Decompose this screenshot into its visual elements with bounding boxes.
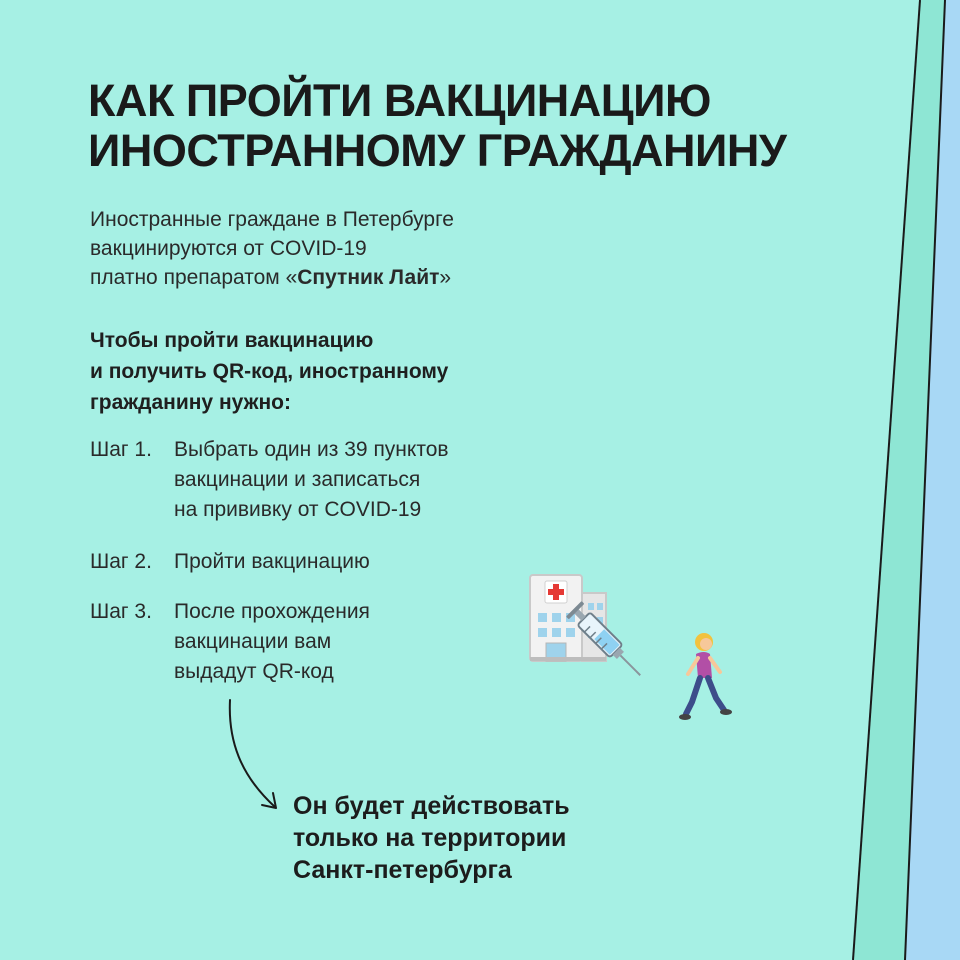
- lead-line-1: Чтобы пройти вакцинацию: [90, 329, 374, 352]
- qr-code-validity-note: Он будет действовать только на территори…: [293, 790, 693, 886]
- intro-line-3-prefix: платно препаратом «: [90, 266, 298, 289]
- step-1-text: Выбрать один из 39 пунктов вакцинации и …: [174, 435, 449, 525]
- step-3-label: Шаг 3.: [90, 600, 152, 623]
- intro-line-3: платно препаратом «Спутник Лайт»: [90, 263, 610, 292]
- step-2-line-1: Пройти вакцинацию: [174, 550, 370, 573]
- title-line-1: КАК ПРОЙТИ ВАКЦИНАЦИЮ: [88, 75, 711, 126]
- note-line-3: Санкт-петербурга: [293, 856, 512, 884]
- vaccine-name: Спутник Лайт: [297, 266, 440, 289]
- lead-line-3: гражданину нужно:: [90, 391, 291, 414]
- page-title: КАК ПРОЙТИ ВАКЦИНАЦИЮ ИНОСТРАННОМУ ГРАЖД…: [88, 76, 848, 176]
- step-3-line-1: После прохождения: [174, 600, 370, 623]
- step-3-text: После прохождения вакцинации вам выдадут…: [174, 597, 370, 687]
- curved-arrow-icon: [228, 699, 277, 809]
- step-1-label: Шаг 1.: [90, 438, 152, 461]
- step-3-line-2: вакцинации вам: [174, 630, 332, 653]
- lead-line-2: и получить QR-код, иностранному: [90, 360, 449, 383]
- title-line-2: ИНОСТРАННОМУ ГРАЖДАНИНУ: [88, 125, 787, 176]
- intro-text: Иностранные граждане в Петербурге вакцин…: [90, 205, 610, 292]
- step-1-line-1: Выбрать один из 39 пунктов: [174, 438, 449, 461]
- note-line-1: Он будет действовать: [293, 792, 570, 820]
- intro-line-1: Иностранные граждане в Петербурге: [90, 208, 454, 231]
- lead-text: Чтобы пройти вакцинацию и получить QR-ко…: [90, 325, 610, 418]
- step-2: Шаг 2. Пройти вакцинацию: [90, 547, 610, 577]
- step-1-line-3: на прививку от COVID-19: [174, 498, 422, 521]
- person-walking-icon: [679, 633, 732, 720]
- note-line-2: только на территории: [293, 824, 567, 852]
- hospital-icon: [529, 574, 607, 662]
- step-1-line-2: вакцинации и записаться: [174, 468, 421, 491]
- step-3-line-3: выдадут QR-код: [174, 660, 334, 683]
- step-1: Шаг 1. Выбрать один из 39 пунктов вакцин…: [90, 435, 610, 525]
- syringe-icon: [566, 601, 641, 676]
- step-2-label: Шаг 2.: [90, 550, 152, 573]
- intro-line-3-suffix: »: [439, 266, 452, 289]
- step-3: Шаг 3. После прохождения вакцинации вам …: [90, 597, 610, 687]
- step-2-text: Пройти вакцинацию: [174, 547, 370, 577]
- intro-line-2: вакцинируются от COVID-19: [90, 237, 367, 260]
